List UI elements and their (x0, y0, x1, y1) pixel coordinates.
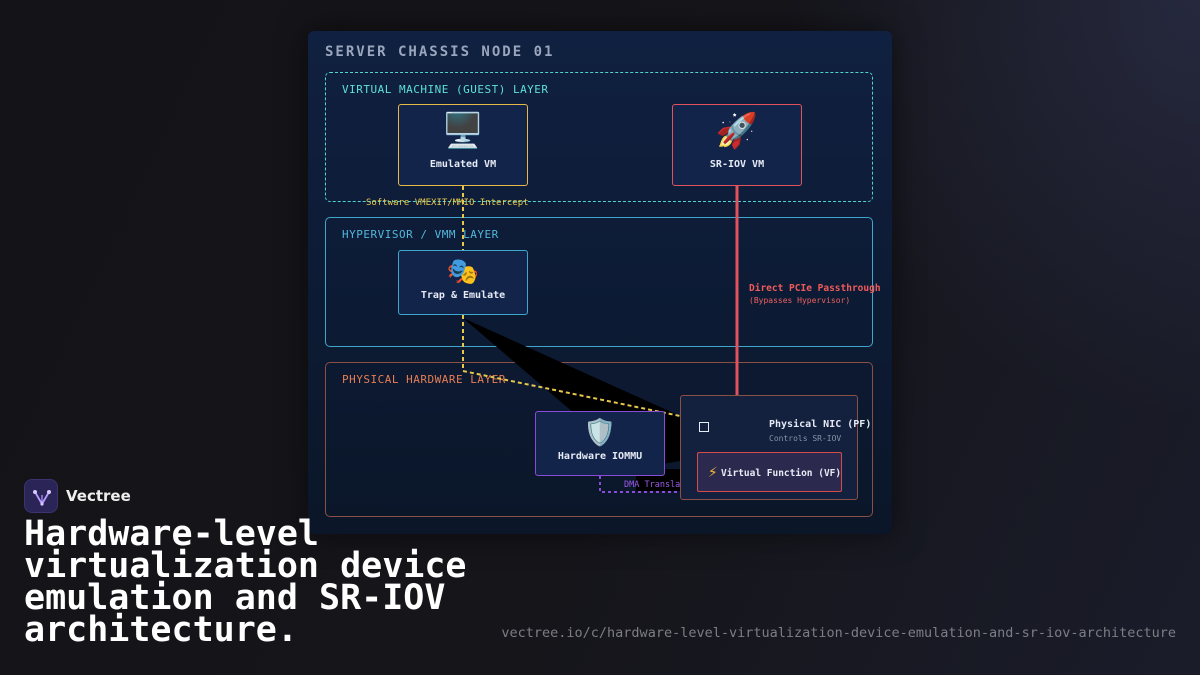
passthrough-label: Direct PCIe Passthrough (749, 283, 881, 294)
hypervisor-layer-box: HYPERVISOR / VMM LAYER (325, 217, 873, 347)
page-headline: Hardware-level virtualization device emu… (24, 514, 467, 650)
emulated-vm-node: 🖥️ Emulated VM (398, 104, 528, 186)
brand-name: Vectree (66, 487, 131, 505)
trap-emulate-node: 🎭 Trap & Emulate (398, 250, 528, 315)
emulated-vm-label: Emulated VM (429, 159, 497, 170)
intercept-label: Software VMEXIT/MMIO Intercept (366, 198, 529, 208)
nic-subtitle: Controls SR-IOV (769, 434, 842, 443)
emulated-path-to-nic (462, 370, 681, 417)
hypervisor-layer-label: HYPERVISOR / VMM LAYER (342, 228, 499, 241)
sriov-vm-node: 🚀 SR-IOV VM (672, 104, 802, 186)
vm-layer-box: VIRTUAL MACHINE (GUEST) LAYER (325, 72, 873, 202)
bypass-label: (Bypasses Hypervisor) (749, 296, 851, 305)
server-chassis-diagram: SERVER CHASSIS NODE 01 VIRTUAL MACHINE (… (308, 31, 892, 534)
source-url: vectree.io/c/hardware-level-virtualizati… (501, 625, 1176, 641)
iommu-label: Hardware IOMMU (557, 451, 643, 462)
nic-port-icon (699, 422, 709, 432)
hardware-layer-box: PHYSICAL HARDWARE LAYER (325, 362, 873, 517)
shield-icon: 🛡️ (583, 418, 617, 448)
hardware-layer-label: PHYSICAL HARDWARE LAYER (342, 373, 506, 386)
desktop-computer-icon: 🖥️ (441, 111, 485, 151)
vm-layer-label: VIRTUAL MACHINE (GUEST) LAYER (342, 83, 549, 96)
rocket-icon: 🚀 (715, 111, 759, 151)
iommu-node: 🛡️ Hardware IOMMU (535, 411, 665, 476)
physical-nic-node: Physical NIC (PF) Controls SR-IOV ⚡ Virt… (680, 395, 871, 500)
virtual-function-node: ⚡ Virtual Function (VF) (697, 452, 842, 492)
sriov-vm-label: SR-IOV VM (709, 159, 765, 170)
lightning-icon: ⚡ (708, 462, 718, 481)
theater-masks-icon: 🎭 (446, 257, 480, 287)
virtual-function-label: Virtual Function (VF) (721, 468, 842, 479)
dma-label: DMA Transla (624, 480, 681, 490)
trap-emulate-label: Trap & Emulate (420, 290, 506, 301)
chassis-title: SERVER CHASSIS NODE 01 (325, 44, 555, 60)
nic-title: Physical NIC (PF) (769, 419, 872, 430)
vectree-logo-icon (24, 479, 58, 513)
